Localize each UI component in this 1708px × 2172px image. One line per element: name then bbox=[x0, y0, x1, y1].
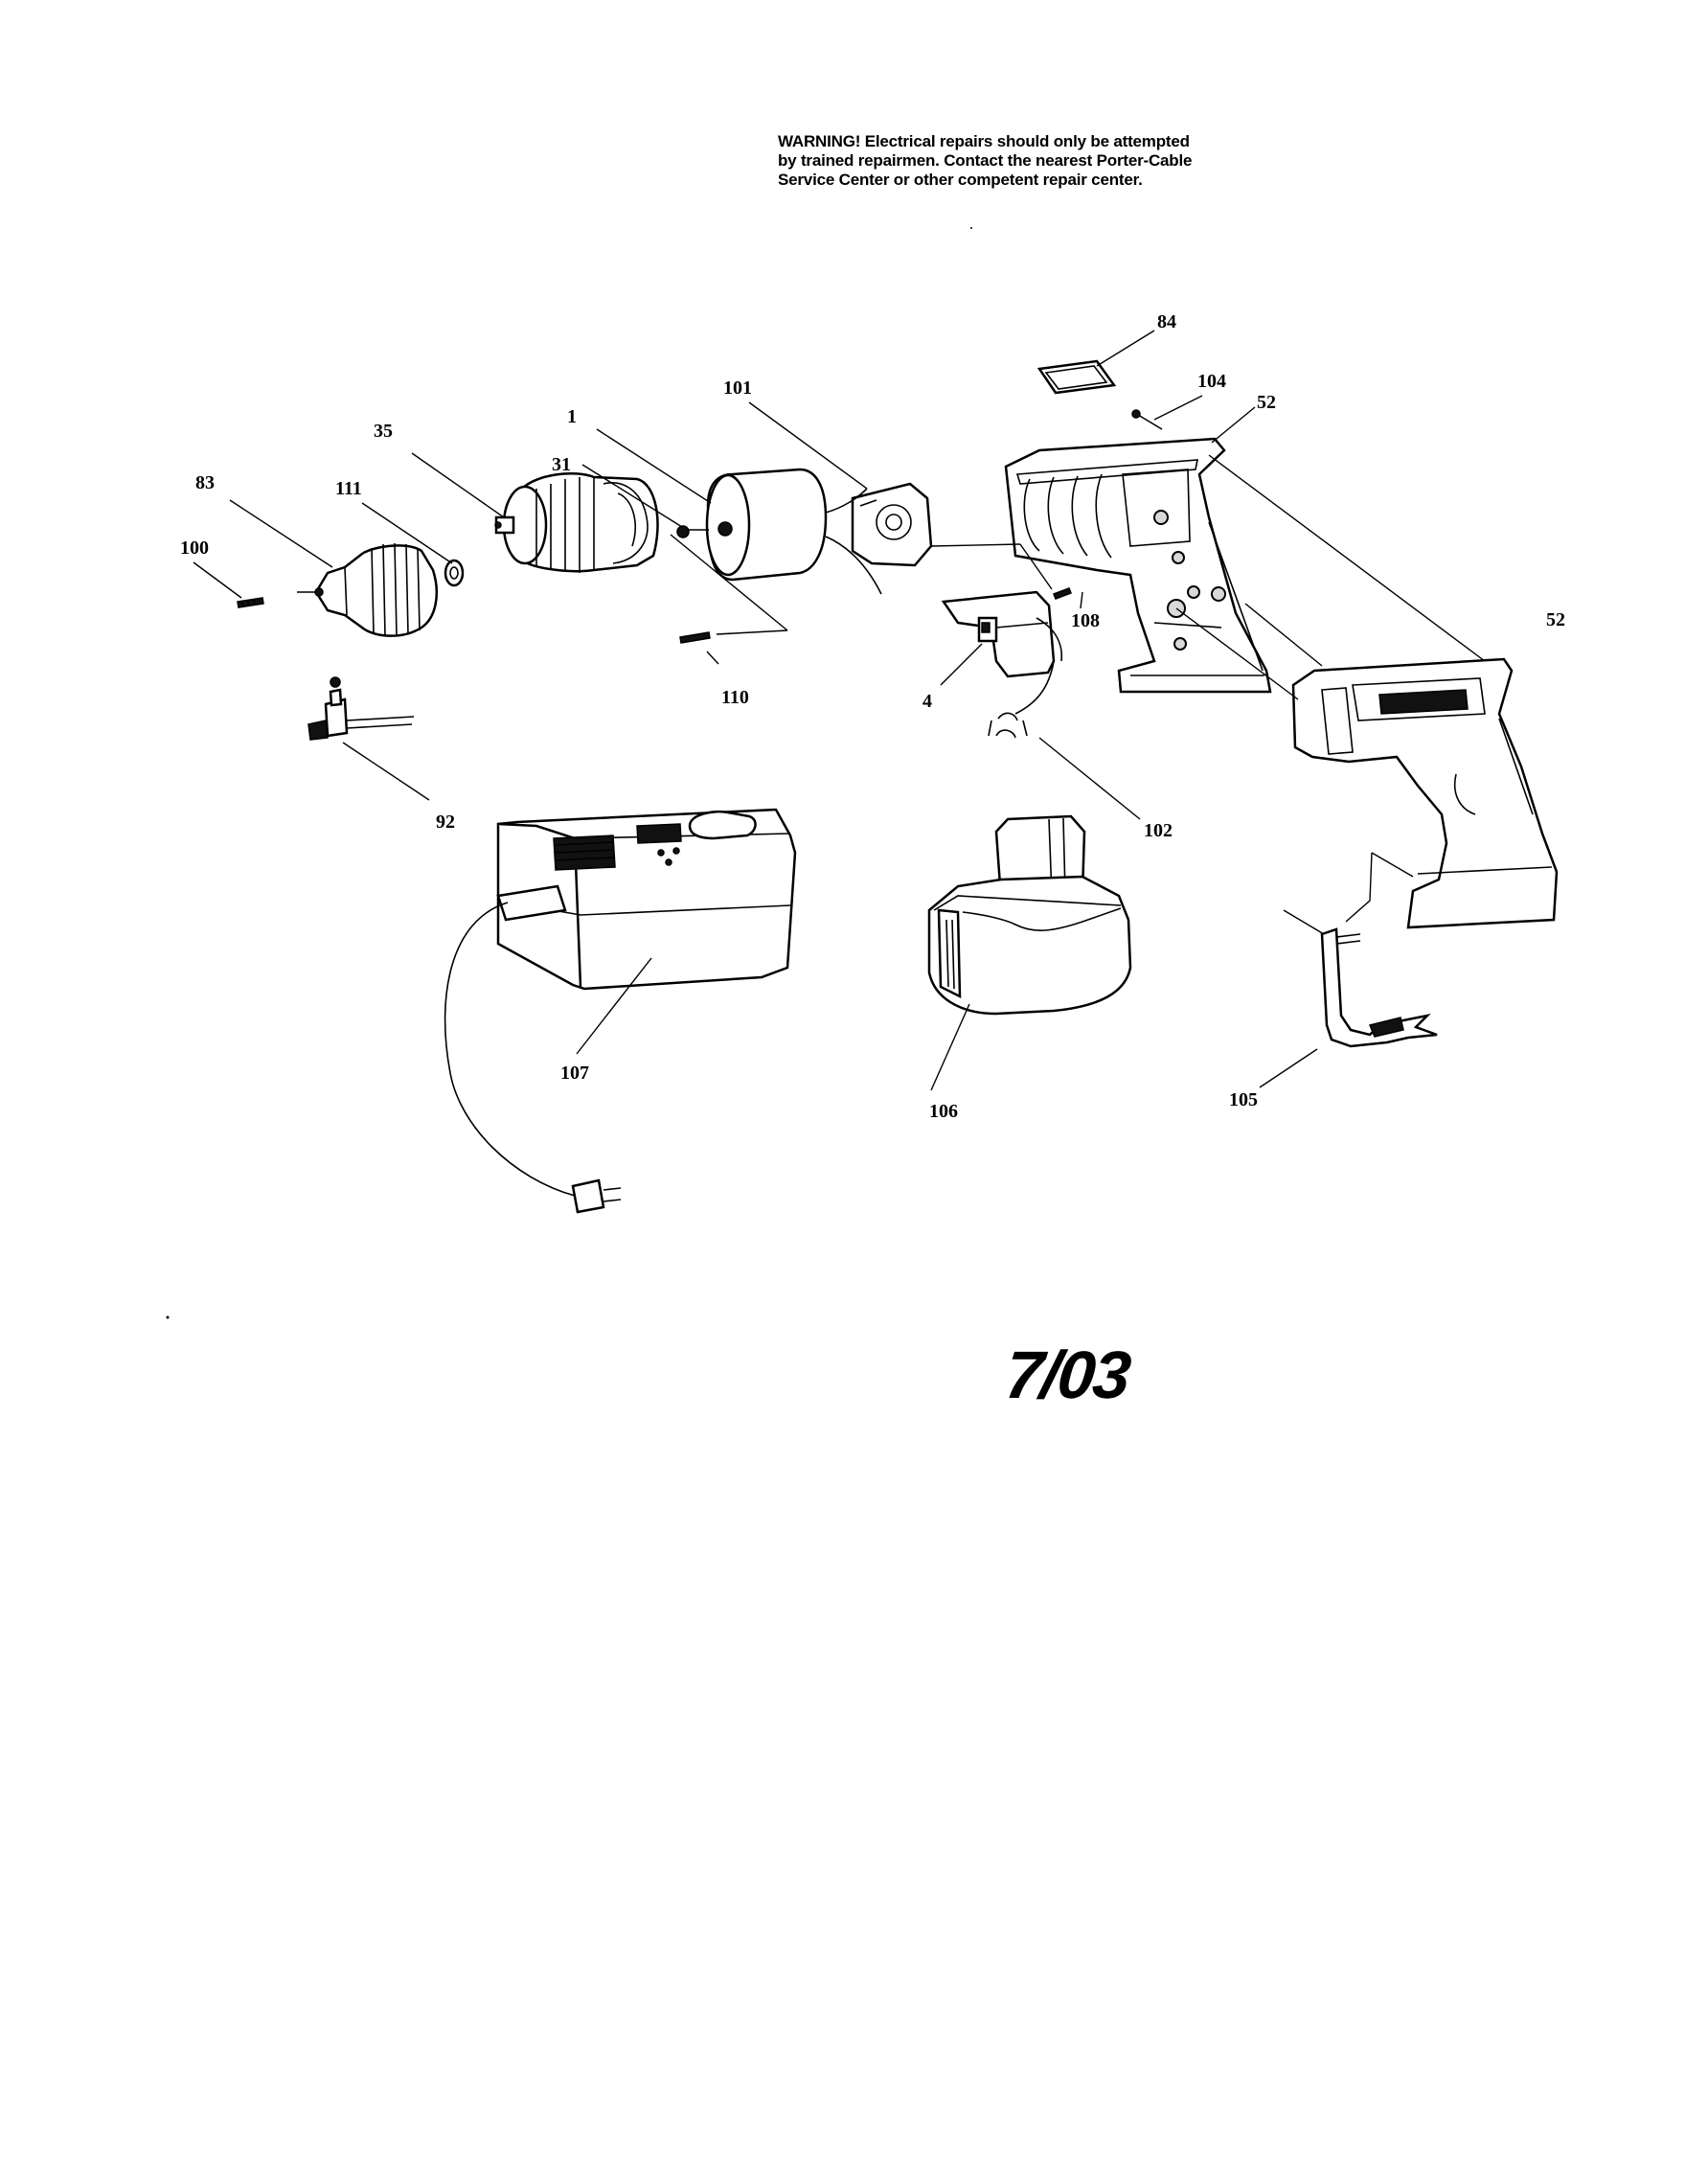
callout-107: 107 bbox=[560, 1063, 589, 1084]
callout-1: 1 bbox=[567, 406, 577, 427]
callout-102: 102 bbox=[1144, 820, 1173, 841]
part-4-switch bbox=[941, 590, 1062, 678]
callout-110: 110 bbox=[721, 687, 749, 708]
part-84-label-plate bbox=[1036, 359, 1117, 395]
part-104-screw bbox=[1131, 409, 1163, 430]
part-107-charger bbox=[444, 808, 797, 1214]
callout-35: 35 bbox=[374, 421, 393, 442]
part-100-screw bbox=[237, 597, 264, 608]
warning-line-1: WARNING! Electrical repairs should only … bbox=[778, 132, 1190, 150]
callout-106: 106 bbox=[929, 1101, 958, 1122]
callout-104: 104 bbox=[1197, 371, 1226, 392]
callout-100: 100 bbox=[180, 537, 209, 559]
part-111-ring bbox=[444, 559, 465, 587]
callout-4: 4 bbox=[922, 691, 932, 712]
callout-92: 92 bbox=[436, 812, 455, 833]
part-83-chuck bbox=[297, 542, 439, 637]
callout-105: 105 bbox=[1229, 1089, 1258, 1110]
part-35-gear-box bbox=[494, 471, 659, 573]
warning-line-2: by trained repairmen. Contact the neares… bbox=[778, 151, 1193, 170]
callout-84: 84 bbox=[1157, 311, 1176, 332]
part-102-wire-assembly bbox=[988, 660, 1055, 739]
part-110-screw bbox=[679, 629, 788, 644]
part-52-right-housing bbox=[1291, 657, 1559, 929]
callout-83: 83 bbox=[195, 472, 215, 493]
electrical-warning-note: WARNING! Electrical repairs should only … bbox=[778, 132, 1276, 190]
revision-date-stamp: 7/03 bbox=[1001, 1337, 1133, 1412]
part-106-battery-pack bbox=[927, 814, 1132, 1016]
part-92-chuck-key bbox=[307, 676, 415, 741]
leader-lines bbox=[193, 330, 1486, 1091]
part-105-terminal-clip bbox=[1320, 927, 1438, 1048]
callout-101: 101 bbox=[723, 377, 752, 399]
callout-52-right: 52 bbox=[1546, 609, 1565, 630]
part-108-screw bbox=[1053, 587, 1072, 600]
part-101-end-cap bbox=[851, 482, 933, 567]
part-1-motor bbox=[676, 468, 882, 595]
callout-111: 111 bbox=[335, 478, 362, 499]
callout-52-top: 52 bbox=[1257, 392, 1276, 413]
callout-31: 31 bbox=[552, 454, 571, 475]
warning-line-3: Service Center or other competent repair… bbox=[778, 171, 1143, 189]
callout-108: 108 bbox=[1071, 610, 1100, 631]
